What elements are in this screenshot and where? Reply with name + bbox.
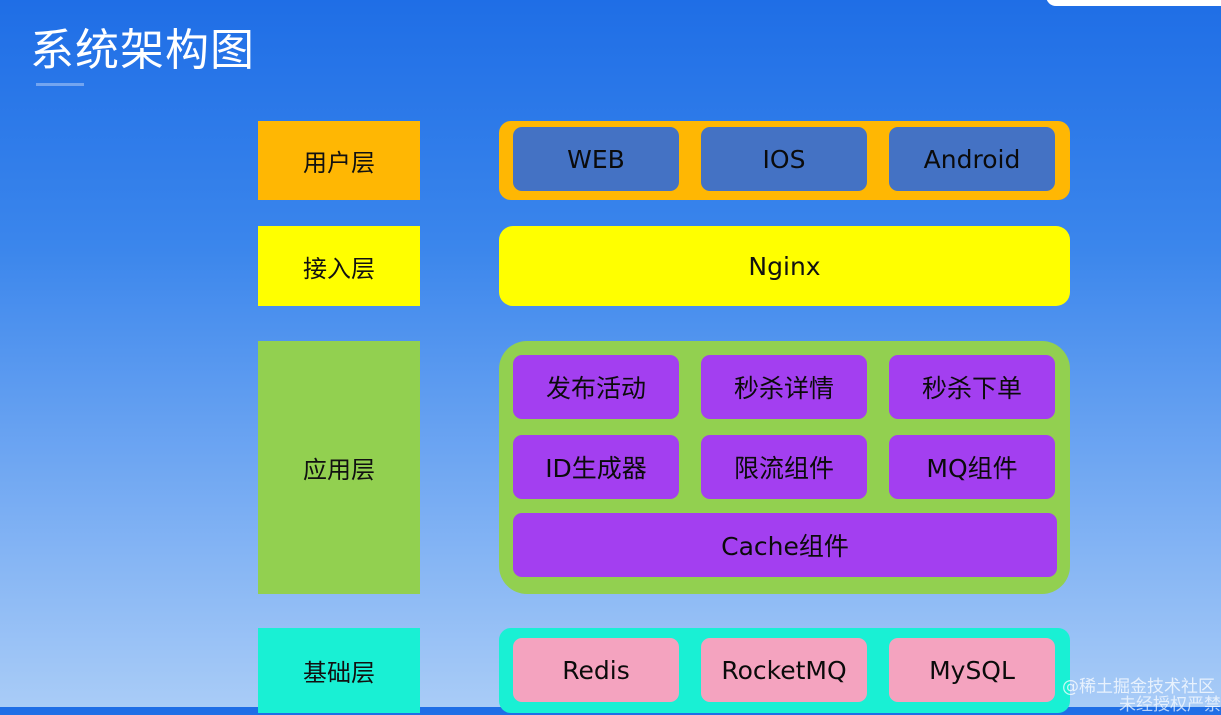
id-generator-box: ID生成器 — [513, 435, 679, 499]
rocketmq-box: RocketMQ — [701, 638, 867, 702]
layer-label-access: 接入层 — [258, 226, 420, 306]
title-underline — [36, 83, 84, 86]
layer-label-base: 基础层 — [258, 628, 420, 713]
publish-activity-box: 发布活动 — [513, 355, 679, 419]
seckill-order-box: 秒杀下单 — [889, 355, 1055, 419]
mq-component-box: MQ组件 — [889, 435, 1055, 499]
android-client-box: Android — [889, 127, 1055, 191]
mysql-box: MySQL — [889, 638, 1055, 702]
layer-label-app: 应用层 — [258, 341, 420, 594]
ios-client-box: IOS — [701, 127, 867, 191]
nginx-box: Nginx — [499, 226, 1070, 306]
watermark: @稀土掘金技术社区 — [1062, 677, 1215, 697]
layer-label-user: 用户层 — [258, 121, 420, 200]
app-layer-panel: 发布活动 秒杀详情 秒杀下单 ID生成器 限流组件 MQ组件 Cache组件 — [499, 341, 1070, 594]
page-title: 系统架构图 — [30, 25, 255, 76]
user-layer-panel: WEB IOS Android — [499, 121, 1070, 200]
redis-box: Redis — [513, 638, 679, 702]
watermark-line2: 未经授权严禁 — [1119, 695, 1221, 715]
corner-tab — [1046, 0, 1221, 6]
seckill-detail-box: 秒杀详情 — [701, 355, 867, 419]
base-layer-panel: Redis RocketMQ MySQL — [499, 628, 1070, 713]
cache-component-box: Cache组件 — [513, 513, 1057, 577]
rate-limit-box: 限流组件 — [701, 435, 867, 499]
web-client-box: WEB — [513, 127, 679, 191]
